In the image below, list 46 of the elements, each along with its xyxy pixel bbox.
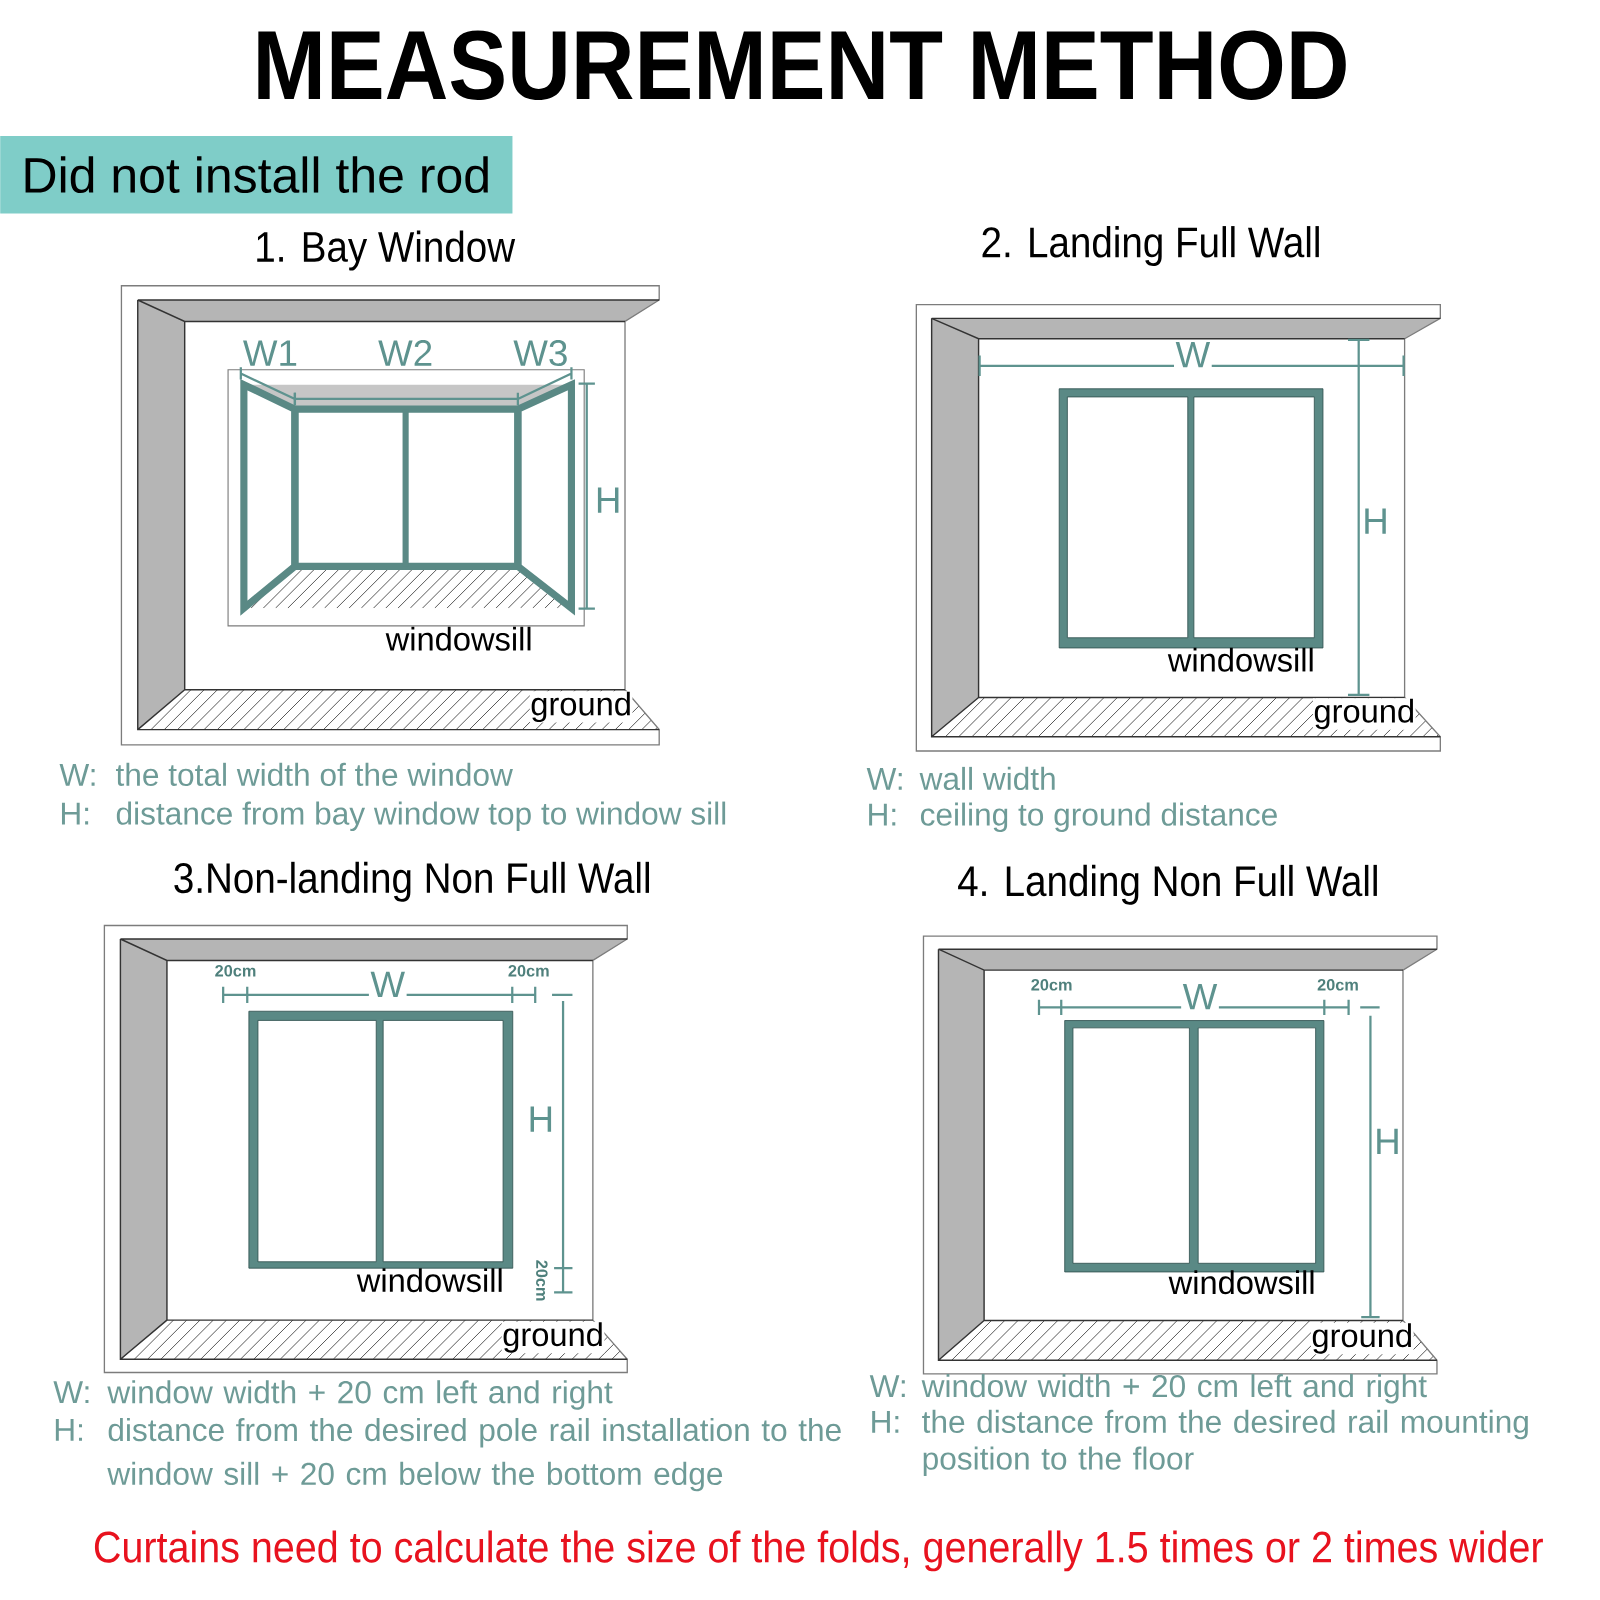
dimension-label: W <box>368 970 407 999</box>
definition-text: distance from the desired pole rail installation to the window sill + 20 cm below the bottom edge <box>107 1417 841 1492</box>
panel-heading: 4. Landing Non Full Wall <box>958 864 1377 905</box>
term-label: H: <box>62 802 89 825</box>
dimension-label: W <box>1181 982 1219 1011</box>
part-label: windowsill <box>1168 1270 1314 1295</box>
part-label: windowsill <box>385 626 531 651</box>
part-label: windowsill <box>356 1268 502 1293</box>
part-label: ground <box>501 1321 605 1354</box>
dimension-label: 20cm <box>1031 979 1072 991</box>
dimension-label: 20cm <box>508 965 549 977</box>
definition-text: window width + 20 cm left and right <box>921 1374 1427 1404</box>
term-label: H: <box>872 1410 899 1433</box>
term-label: H: <box>55 1419 82 1441</box>
part-label: ground <box>1312 698 1416 730</box>
definition-text: wall width <box>919 766 1055 791</box>
dimension-label: 20cm <box>536 1260 548 1301</box>
part-label: windowsill <box>1167 647 1313 672</box>
title: MEASUREMENT METHOD <box>258 30 1346 100</box>
dimension-label: H <box>597 487 619 513</box>
panel-heading: 1. Bay Window <box>257 230 516 271</box>
definition-text: the total width of the window <box>116 762 513 787</box>
note-text: Curtains need to calculate the size of the folds, generally 1.5 times or 2 times wider <box>94 1530 1543 1572</box>
banner: Did not install the rod <box>0 135 513 214</box>
dimension-label: 20cm <box>1317 979 1358 991</box>
dimension-label: W1 <box>243 340 297 366</box>
term-label: W: <box>866 768 902 790</box>
dimension-label: H <box>530 1106 552 1132</box>
definition-text: window width + 20 cm left and right <box>107 1380 613 1410</box>
term-label: W: <box>869 1375 905 1397</box>
part-label: ground <box>529 691 633 723</box>
dimension-label: 20cm <box>215 965 256 977</box>
panel-heading: 3.Non-landing Non Full Wall <box>174 861 649 902</box>
term-label: W: <box>59 763 95 786</box>
definition-text: distance from bay window top to window sill <box>116 801 726 832</box>
dimension-label: H <box>1365 508 1386 534</box>
term-label: H: <box>869 803 896 826</box>
dimension-label: W3 <box>513 340 567 367</box>
definition-text: the distance from the desired rail mounting position to the floor <box>922 1409 1528 1477</box>
part-label: ground <box>1310 1322 1414 1355</box>
dimension-label: H <box>1377 1128 1398 1155</box>
dimension-label: W2 <box>378 340 432 366</box>
term-label: W: <box>53 1381 89 1404</box>
definition-text: ceiling to ground distance <box>920 802 1277 833</box>
dimension-label: W <box>1174 340 1212 369</box>
panel-heading: 2. Landing Full Wall <box>982 226 1319 267</box>
